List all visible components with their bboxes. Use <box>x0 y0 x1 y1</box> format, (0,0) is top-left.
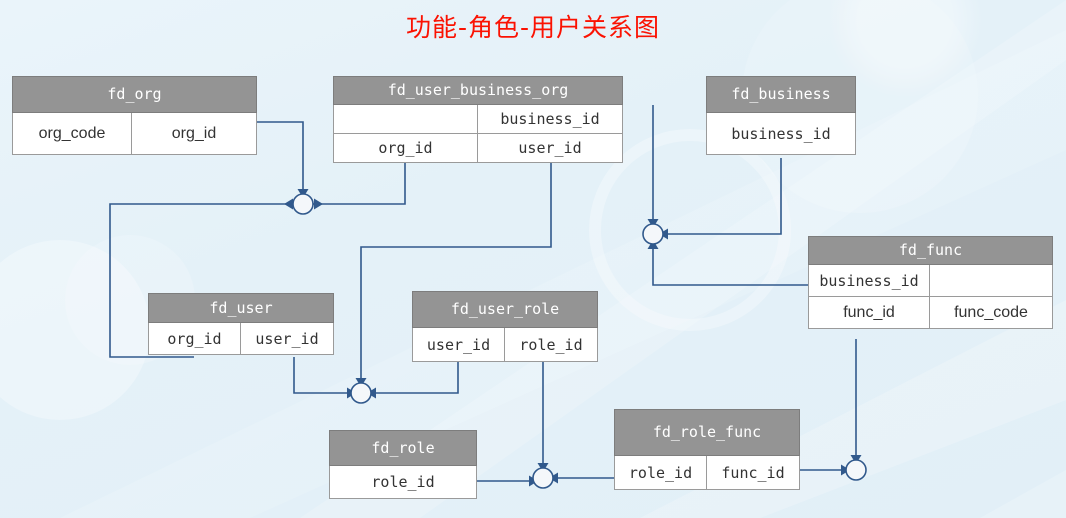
entity-field-func_code[interactable]: func_code <box>930 297 1053 329</box>
entity-field-user_id[interactable]: user_id <box>241 323 334 355</box>
entity-header-fd_user: fd_user <box>148 293 334 323</box>
connector-ubo-userid-to-junction-user[interactable] <box>360 162 552 380</box>
entity-header-fd_role_func: fd_role_func <box>614 409 800 456</box>
connector-fd-business-to-junction-business[interactable] <box>666 158 782 235</box>
entity-field-empty[interactable] <box>930 265 1053 297</box>
connector-fd-user-role-userid-to-junction-user[interactable] <box>374 362 459 394</box>
decor-bubble <box>0 240 150 420</box>
decor-bubble <box>827 0 983 98</box>
connector-fd-org-to-junction-org[interactable] <box>257 121 304 191</box>
entity-header-fd_business: fd_business <box>706 76 856 113</box>
decor-streak <box>300 0 1066 518</box>
entity-field-empty[interactable] <box>333 105 478 134</box>
entity-row: business_id <box>706 113 856 155</box>
entity-field-role_id[interactable]: role_id <box>505 328 598 362</box>
entity-field-business_id[interactable]: business_id <box>808 265 930 297</box>
entity-row: role_id <box>329 466 477 499</box>
entity-field-org_code[interactable]: org_code <box>12 113 132 155</box>
entity-field-func_id[interactable]: func_id <box>707 456 800 490</box>
entity-field-func_id[interactable]: func_id <box>808 297 930 329</box>
entity-field-user_id[interactable]: user_id <box>412 328 505 362</box>
connector-fd-user-orgid-to-junction-org-arrowhead <box>314 198 323 210</box>
entity-field-org_id[interactable]: org_id <box>148 323 241 355</box>
entity-header-fd_user_business_org: fd_user_business_org <box>333 76 623 105</box>
entity-field-business_id[interactable]: business_id <box>478 105 623 134</box>
decor-streak <box>980 470 1066 518</box>
connector-fd-user-orgid-to-junction-org[interactable] <box>109 203 316 358</box>
entity-header-fd_user_role: fd_user_role <box>412 291 598 328</box>
junction-business[interactable] <box>642 223 664 245</box>
entity-header-fd_func: fd_func <box>808 236 1053 265</box>
connector-ubo-orgid-to-junction-org[interactable] <box>291 162 406 205</box>
entity-field-role_id[interactable]: role_id <box>614 456 707 490</box>
entity-field-org_id[interactable]: org_id <box>333 134 478 163</box>
junction-role[interactable] <box>532 467 554 489</box>
entity-field-role_id[interactable]: role_id <box>329 466 477 499</box>
junction-org[interactable] <box>292 193 314 215</box>
entity-header-fd_role: fd_role <box>329 430 477 466</box>
page-title: 功能-角色-用户关系图 <box>405 13 661 42</box>
entity-row: business_id <box>333 105 623 134</box>
entity-row: business_id <box>808 265 1053 297</box>
junction-func[interactable] <box>845 459 867 481</box>
entity-field-user_id[interactable]: user_id <box>478 134 623 163</box>
junction-user[interactable] <box>350 382 372 404</box>
connector-fd-user-userid-to-junction-user[interactable] <box>293 357 349 394</box>
entity-field-business_id[interactable]: business_id <box>706 113 856 155</box>
connector-fd-func-businessid-to-junction-business[interactable] <box>652 247 808 286</box>
entity-header-fd_org: fd_org <box>12 76 257 113</box>
entity-field-org_id[interactable]: org_id <box>132 113 257 155</box>
